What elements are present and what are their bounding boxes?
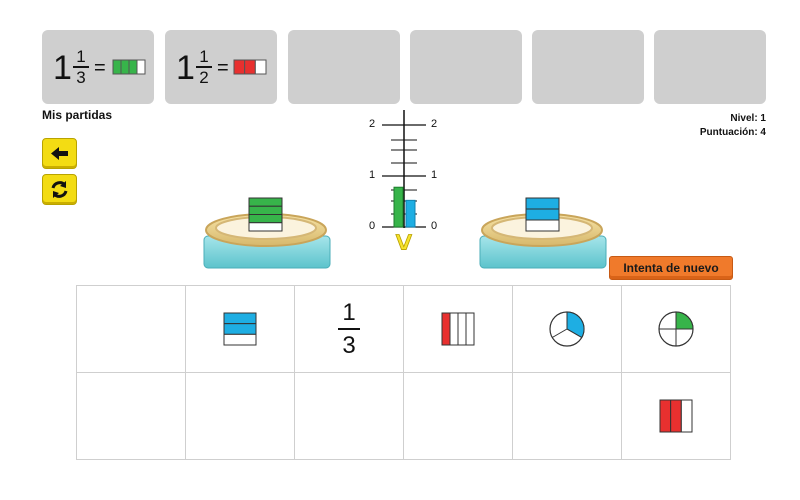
slot-1-fraction-bar bbox=[112, 59, 146, 75]
grid-cell-2-6[interactable] bbox=[621, 372, 731, 460]
pieces-grid: 1 3 bbox=[76, 285, 731, 460]
grid-cell-2-4[interactable] bbox=[403, 372, 513, 460]
grid-cell-2-3[interactable] bbox=[294, 372, 404, 460]
scale-label-2-right: 2 bbox=[431, 118, 438, 130]
grid-row-1: 1 3 bbox=[76, 285, 731, 373]
scale-label-1-right: 1 bbox=[431, 169, 438, 181]
horizontal-bar-piece[interactable] bbox=[220, 309, 260, 349]
scale-axis bbox=[382, 110, 426, 228]
answer-slot-4 bbox=[410, 30, 522, 104]
slot-2-equals: = bbox=[217, 57, 229, 79]
left-level-bar bbox=[393, 186, 404, 228]
level-label: Nivel: 1 bbox=[730, 113, 766, 124]
scale-label-1-left: 1 bbox=[369, 169, 376, 181]
slot-2-numerator: 1 bbox=[199, 47, 209, 66]
left-pan-piece[interactable] bbox=[248, 197, 283, 232]
answer-slot-2: 1 1 2 = bbox=[165, 30, 277, 104]
slot-2-fraction-bar bbox=[233, 59, 267, 75]
fraction-piece[interactable]: 1 3 bbox=[338, 298, 360, 359]
grid-cell-1-5[interactable] bbox=[512, 285, 622, 373]
my-games-label: Mis partidas bbox=[42, 108, 113, 122]
grid-cell-1-4[interactable] bbox=[403, 285, 513, 373]
fraction-piece-denominator: 3 bbox=[342, 331, 356, 359]
grid-cell-2-1[interactable] bbox=[76, 372, 186, 460]
stats-panel: Nivel: 1 Puntuación: 4 bbox=[700, 112, 766, 140]
grid-cell-1-3[interactable]: 1 3 bbox=[294, 285, 404, 373]
scale-label-0-right: 0 bbox=[431, 220, 438, 232]
balance-scale: > bbox=[203, 110, 607, 269]
answer-slot-5 bbox=[532, 30, 644, 104]
grid-cell-2-2[interactable] bbox=[185, 372, 295, 460]
slot-1-numerator: 1 bbox=[76, 47, 86, 66]
grid-row-2 bbox=[76, 372, 731, 460]
grid-cell-2-5[interactable] bbox=[512, 372, 622, 460]
fraction-piece-numerator: 1 bbox=[342, 298, 356, 326]
slot-1-equals: = bbox=[94, 57, 106, 79]
right-level-bar bbox=[405, 199, 416, 228]
vertical-bar-piece[interactable] bbox=[438, 309, 478, 349]
refresh-icon bbox=[51, 181, 68, 198]
slot-2-denominator: 2 bbox=[199, 67, 209, 87]
slot-2-whole: 1 bbox=[176, 49, 195, 87]
scale-label-0-left: 0 bbox=[369, 220, 376, 232]
grid-cell-1-1[interactable] bbox=[76, 285, 186, 373]
score-label: Puntuación: 4 bbox=[699, 127, 766, 138]
grid-cell-1-6[interactable] bbox=[621, 285, 731, 373]
slot-1-denominator: 3 bbox=[76, 67, 86, 87]
answer-slot-3 bbox=[288, 30, 400, 104]
arrow-left-icon bbox=[51, 147, 68, 160]
restart-button[interactable] bbox=[42, 174, 77, 205]
vertical-bar-piece[interactable] bbox=[656, 396, 696, 436]
answer-slot-1: 1 1 3 = bbox=[42, 30, 154, 104]
slot-1-fraction: 1 3 bbox=[72, 48, 90, 86]
scale-label-2-left: 2 bbox=[369, 118, 376, 130]
slot-2-fraction: 1 2 bbox=[195, 48, 213, 86]
right-pan-piece[interactable] bbox=[525, 197, 560, 232]
circle-piece[interactable] bbox=[656, 309, 696, 349]
circle-piece[interactable] bbox=[547, 309, 587, 349]
slot-1-whole: 1 bbox=[53, 49, 72, 87]
retry-button[interactable]: Intenta de nuevo bbox=[609, 256, 733, 280]
comparison-symbol: > bbox=[387, 233, 420, 251]
grid-cell-1-2[interactable] bbox=[185, 285, 295, 373]
back-button[interactable] bbox=[42, 138, 77, 169]
answer-slot-6 bbox=[654, 30, 766, 104]
